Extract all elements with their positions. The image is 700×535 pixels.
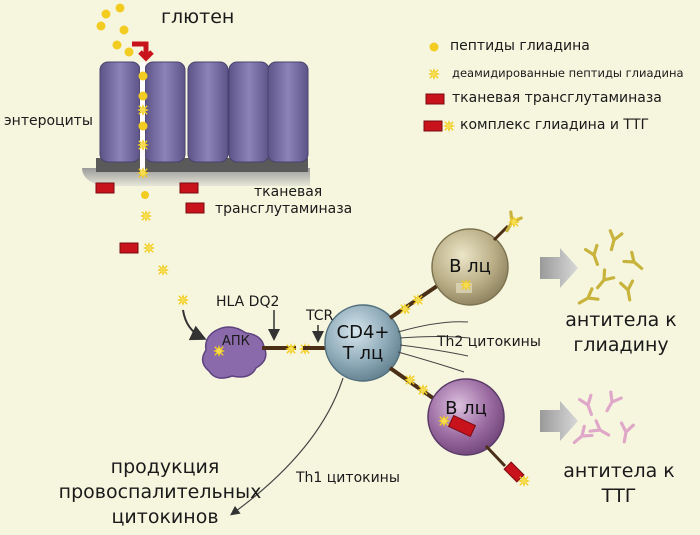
gluten-peptides <box>96 3 148 131</box>
b-cell-bottom-label: В лц <box>445 398 487 419</box>
secretion-arrow-gliadin <box>540 248 578 288</box>
b-cell-ttg <box>427 378 505 456</box>
antibodies-ttg-label-line2: ТТГ <box>601 485 637 507</box>
cd4-t-cell <box>324 304 402 382</box>
t-b-ttg-link <box>388 366 442 405</box>
th2-cytokines-label: Th2 цитокины <box>437 334 541 350</box>
production-label-line1: продукция <box>110 456 220 478</box>
enterocyte-cell <box>144 61 186 163</box>
legend-item-deamidated-peptides: деамидированные пептиды глиадина <box>452 66 684 80</box>
legend-item-ttg: тканевая трансглутаминаза <box>452 90 662 106</box>
ttg-tissue-label-line1: тканевая <box>254 184 323 200</box>
b-cell-ttg-complex <box>447 414 477 438</box>
enterocyte-cell <box>187 61 229 163</box>
cd4-label-line1: CD4+ <box>336 322 390 343</box>
cd4-label-line2: Т лц <box>342 343 384 364</box>
production-label-line2: провоспалительных <box>58 481 262 503</box>
antibodies-gliadin-label-line2: глиадину <box>573 334 669 356</box>
b-cell-gliadin <box>431 228 509 306</box>
antibodies-gliadin-label-line1: антитела к <box>565 309 677 331</box>
uptake-arrow <box>182 309 207 341</box>
enterocyte-cell <box>99 61 141 163</box>
gluten-label: глютен <box>161 6 235 28</box>
th1-cytokines-label: Th1 цитокины <box>296 470 400 486</box>
secretion-arrow-ttg <box>540 401 578 441</box>
ttg-rectangle-icon <box>425 93 445 105</box>
enterocyte-cell <box>228 61 270 163</box>
gliadin-peptide-dot-icon <box>429 42 439 52</box>
b-cell-receptor <box>492 224 510 242</box>
legend-icons <box>423 42 456 133</box>
apc-label: АПК <box>222 334 250 349</box>
gliadin-ttg-complex-icon <box>423 120 443 132</box>
ttg-enzymes <box>95 182 205 254</box>
enterocyte-layer <box>82 61 310 186</box>
hla-dq2-label: HLA DQ2 <box>216 294 280 310</box>
tcr-label: TCR <box>306 308 334 324</box>
legend-item-complex: комплекс глиадина и ТТГ <box>460 117 650 133</box>
antibodies-ttg-label-line1: антитела к <box>563 460 675 482</box>
th1-cytokine-arrow <box>230 377 344 516</box>
antibodies-gliadin-cluster <box>574 229 648 310</box>
deamidated-peptide-star-icon <box>427 67 441 81</box>
enterocytes-label: энтероциты <box>4 113 93 129</box>
enterocyte-cell <box>267 61 309 163</box>
th2-cytokine-lines <box>397 321 471 373</box>
b-cell-receptor <box>484 444 507 468</box>
gliadin-peptide <box>141 191 149 199</box>
apc-cell <box>201 326 267 379</box>
ttg-arrow-entry-icon <box>132 41 154 62</box>
antibodies-ttg-cluster <box>568 390 635 449</box>
legend-item-gliadin-peptides: пептиды глиадина <box>450 38 590 54</box>
b-cell-top-label: В лц <box>449 256 491 277</box>
paracellular-gap <box>140 62 145 172</box>
production-label-line3: цитокинов <box>111 506 219 528</box>
ttg-tissue-label-line2: трансглутаминаза <box>215 201 353 217</box>
